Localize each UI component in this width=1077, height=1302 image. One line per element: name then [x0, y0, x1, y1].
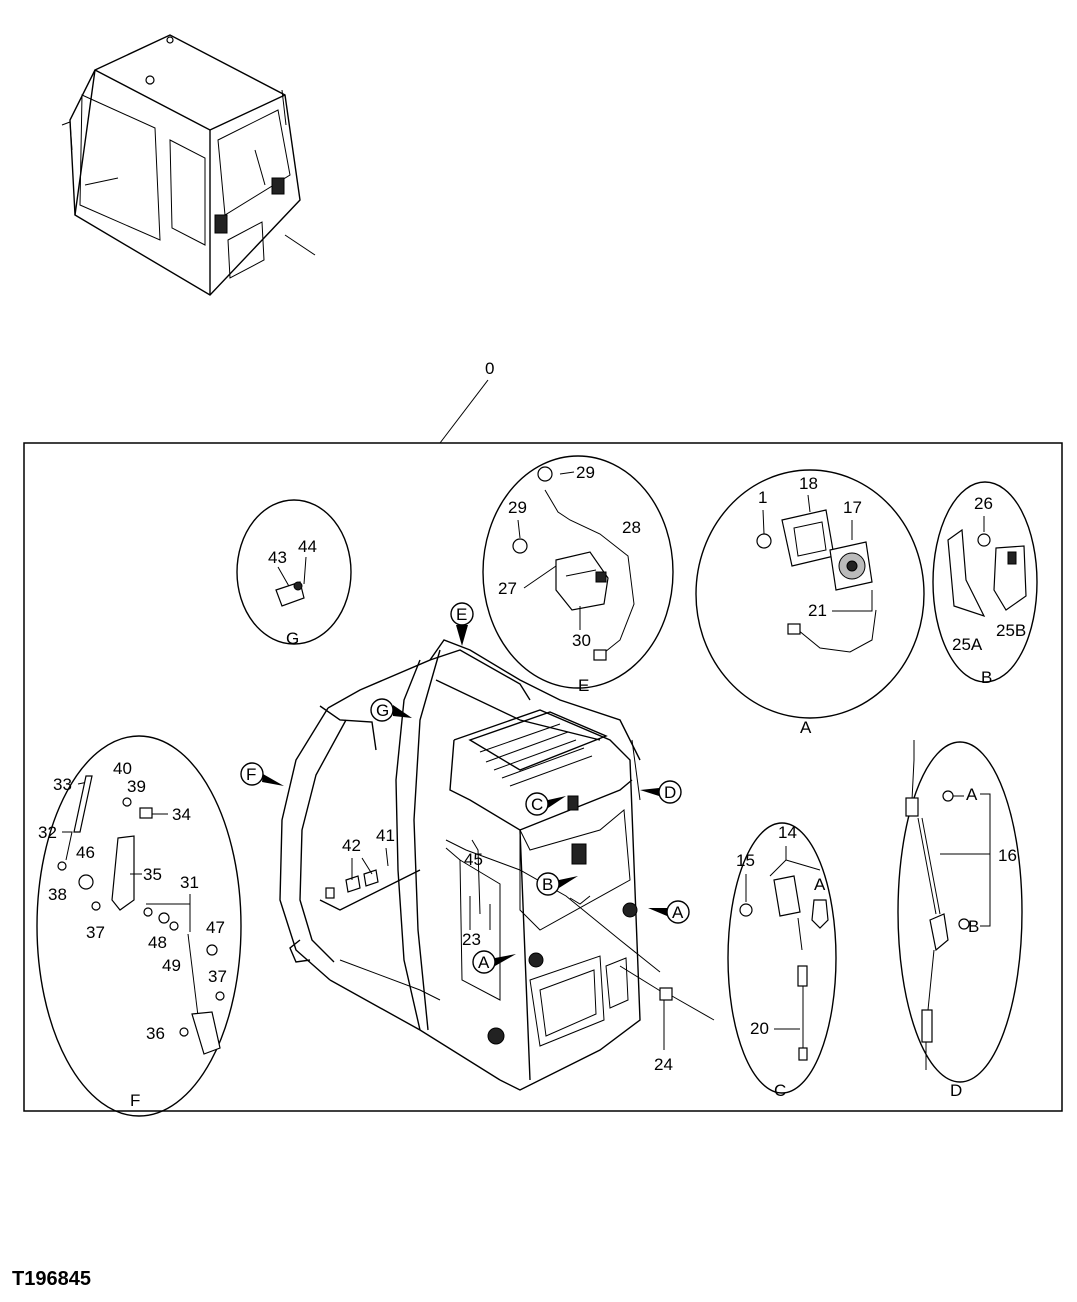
callout-48: 48 [148, 933, 167, 952]
detail-g-label: G [286, 629, 299, 648]
detail-d-group: A 16 B D [897, 740, 1023, 1100]
callout-43: 43 [268, 548, 287, 567]
ref-marker-e-label: E [456, 605, 467, 624]
ref-marker-g-label: G [376, 701, 389, 720]
main-frame [23, 442, 1063, 1112]
callout-37-lower: 37 [208, 967, 227, 986]
callout-16-ref-a: A [966, 785, 978, 804]
detail-e-group: 29 29 28 27 30 E [482, 455, 674, 695]
detail-c-group: 14 15 A 20 C [727, 822, 837, 1100]
callout-36: 36 [146, 1024, 165, 1043]
callout-14: 14 [778, 823, 797, 842]
ref-marker-f-label: F [246, 765, 256, 784]
ref-marker-c: C [525, 792, 566, 816]
callout-39: 39 [127, 777, 146, 796]
callout-20: 20 [750, 1019, 769, 1038]
callout-1: 1 [758, 488, 767, 507]
callout-45: 45 [464, 850, 483, 869]
callout-0: 0 [485, 359, 494, 378]
detail-b-group: 26 25A 25B B [932, 481, 1038, 687]
ref-marker-f: F [240, 762, 284, 786]
callout-29-top: 29 [576, 463, 595, 482]
callout-34: 34 [172, 805, 191, 824]
callout-30: 30 [572, 631, 591, 650]
callout-46: 46 [76, 843, 95, 862]
callout-38: 38 [48, 885, 67, 904]
detail-c-label: C [774, 1081, 786, 1100]
callout-32: 32 [38, 823, 57, 842]
callout-37-upper: 37 [86, 923, 105, 942]
callout-28: 28 [622, 518, 641, 537]
figure-id: T196845 [12, 1268, 91, 1290]
ref-marker-d-label: D [664, 783, 676, 802]
callout-35: 35 [143, 865, 162, 884]
callout-29-left: 29 [508, 498, 527, 517]
callout-24: 24 [654, 1055, 673, 1074]
callout-42: 42 [342, 836, 361, 855]
callout-15: 15 [736, 851, 755, 870]
callout-44: 44 [298, 537, 317, 556]
callout-33: 33 [53, 775, 72, 794]
detail-a-group: 1 18 17 21 A [695, 469, 925, 737]
callout-49: 49 [162, 956, 181, 975]
detail-f-label: F [130, 1091, 140, 1110]
callout-27: 27 [498, 579, 517, 598]
callout-16-ref-b: B [968, 917, 979, 936]
callout-16: 16 [998, 846, 1017, 865]
ref-marker-d: D [640, 780, 682, 804]
ref-marker-c-label: C [531, 795, 543, 814]
callout-23: 23 [462, 930, 481, 949]
callout-47: 47 [206, 918, 225, 937]
callout-41: 41 [376, 826, 395, 845]
callout-17: 17 [843, 498, 862, 517]
callout-14-ref-a: A [814, 875, 826, 894]
detail-d-label: D [950, 1081, 962, 1100]
detail-e-label: E [578, 676, 589, 695]
detail-a-label: A [800, 718, 812, 737]
callout-25B: 25B [996, 621, 1026, 640]
callout-21: 21 [808, 601, 827, 620]
detail-b-label: B [981, 668, 992, 687]
ref-marker-e: E [450, 602, 474, 646]
ref-marker-a-left-label: A [478, 953, 490, 972]
ref-marker-g: G [370, 698, 412, 722]
callout-26: 26 [974, 494, 993, 513]
detail-f-group: 33 40 39 34 32 46 38 35 31 37 48 49 47 3… [36, 735, 242, 1117]
ref-marker-a-right-label: A [672, 903, 684, 922]
overview-cab-illustration [61, 34, 316, 296]
callout-40: 40 [113, 759, 132, 778]
ref-marker-a-right: A [648, 900, 690, 924]
detail-g-group: 43 44 G [236, 499, 352, 648]
callout-31: 31 [180, 873, 199, 892]
ref-marker-b-label: B [542, 875, 553, 894]
main-cab-illustration [279, 639, 715, 1091]
callout-18: 18 [799, 474, 818, 493]
ref-marker-b: B [536, 872, 578, 896]
callout-25A: 25A [952, 635, 983, 654]
ref-marker-a-left: A [472, 950, 516, 974]
